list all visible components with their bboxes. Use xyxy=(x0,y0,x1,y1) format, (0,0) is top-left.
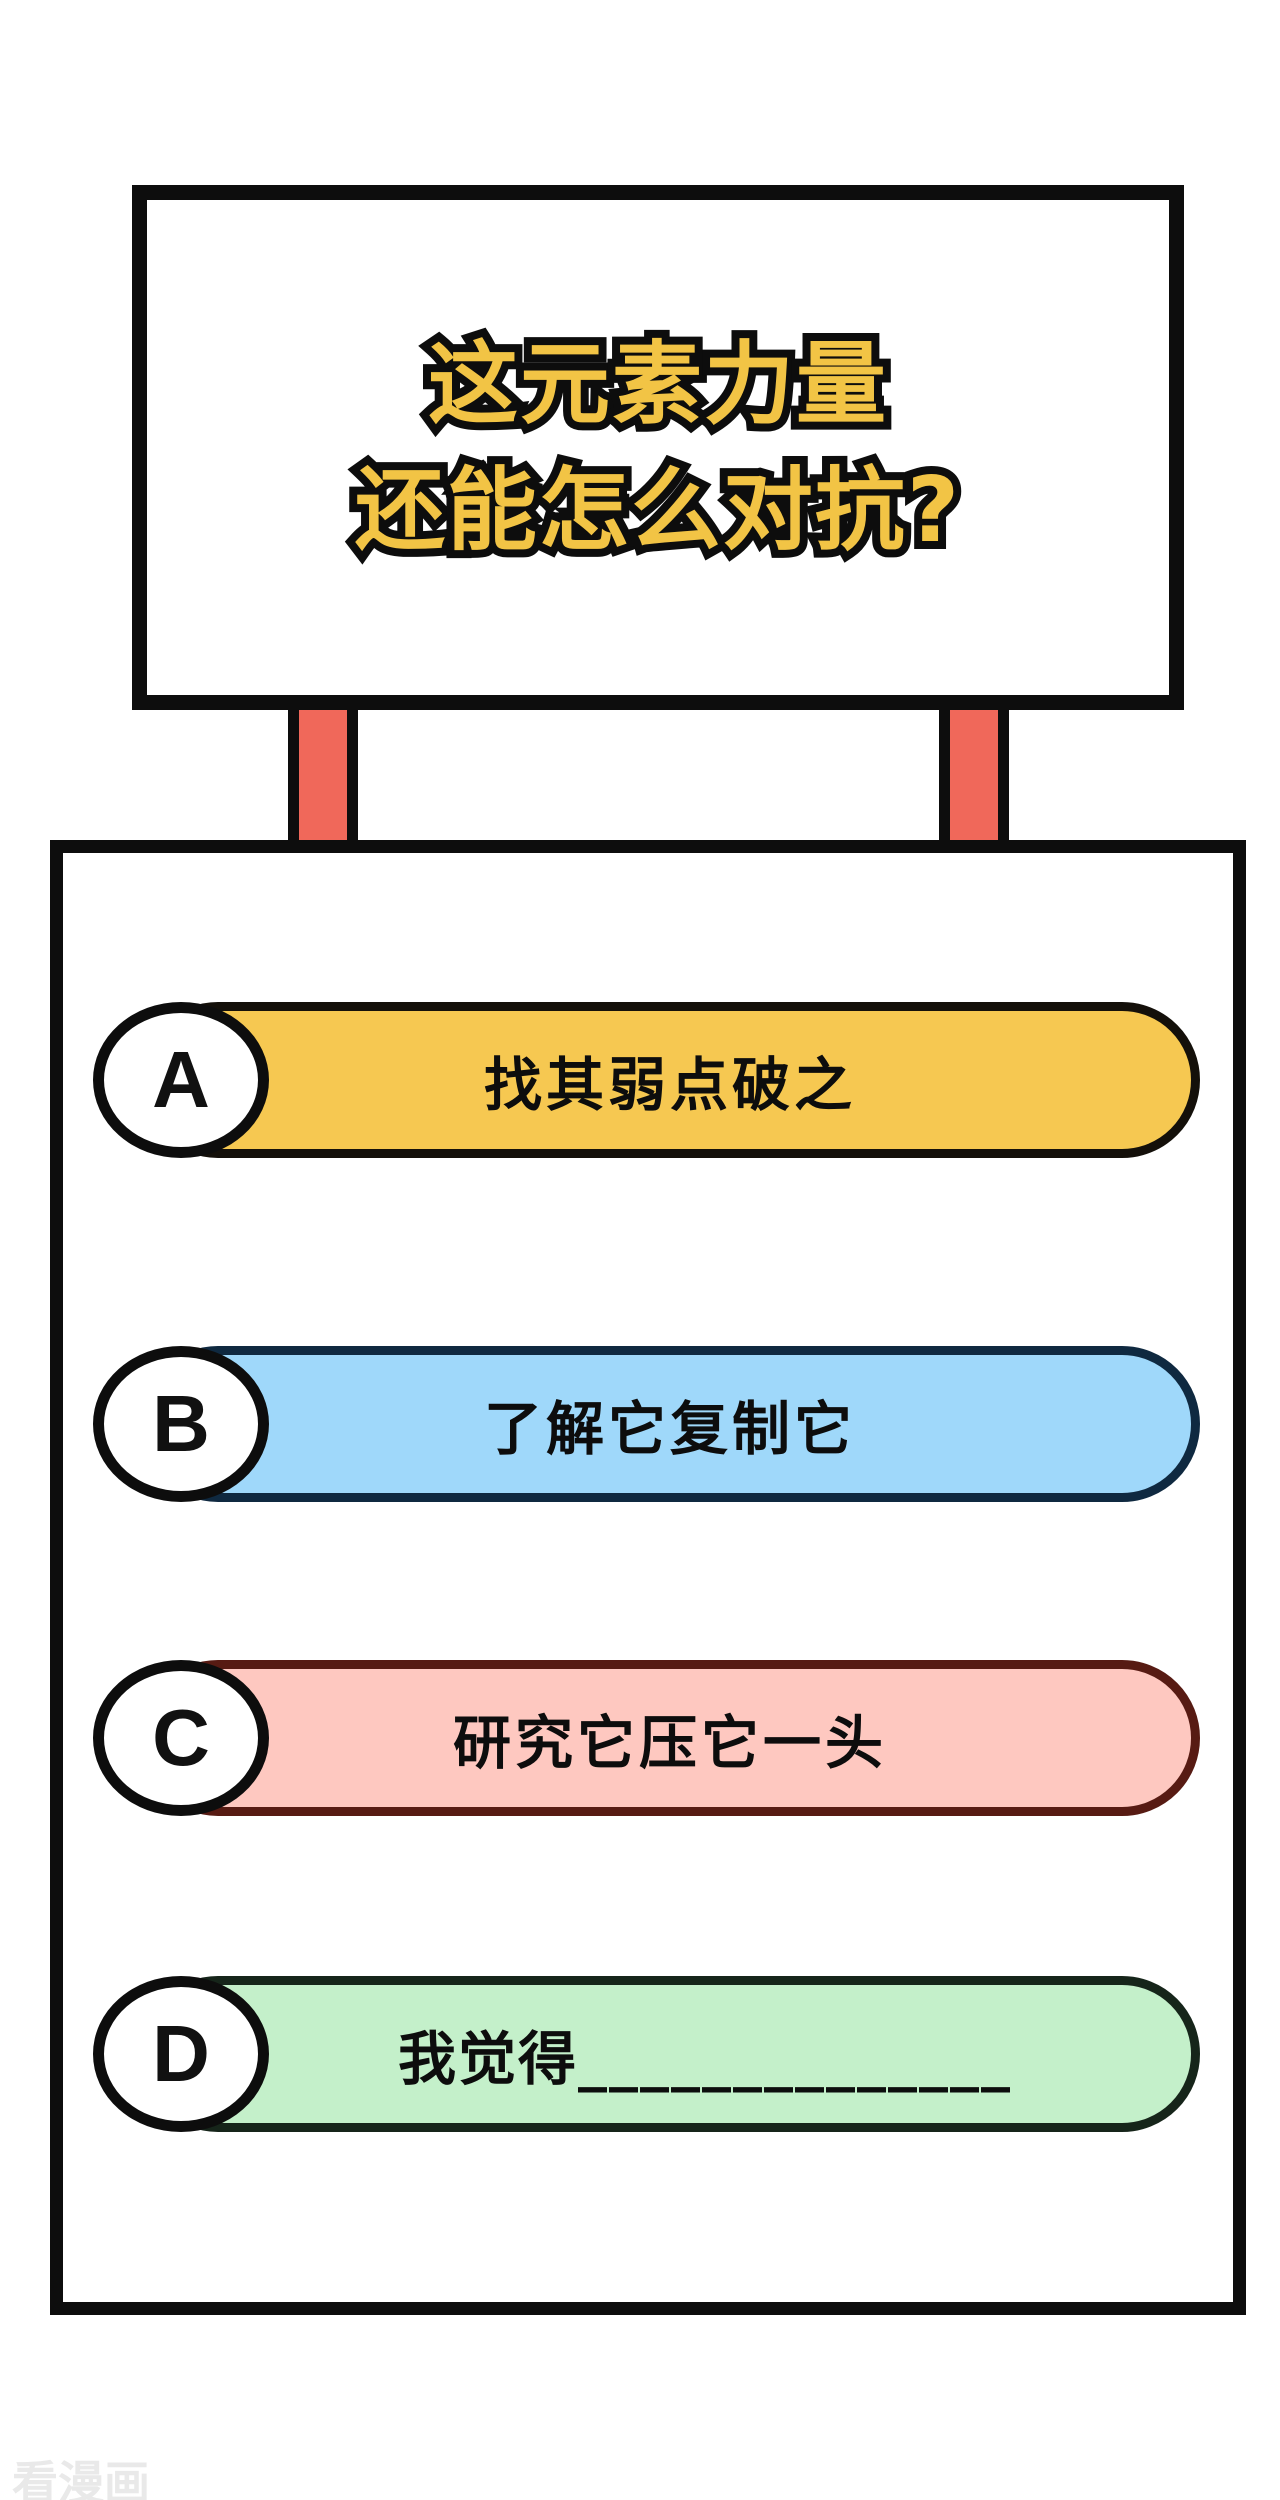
question-sign-board: 这元素力量 这元素力量 还能怎么对抗? 还能怎么对抗? xyxy=(132,185,1184,710)
option-d-letter-badge[interactable]: D xyxy=(93,1976,269,2132)
option-c-letter: C xyxy=(152,1693,210,1782)
question-title-line-1: 这元素力量 这元素力量 xyxy=(420,331,894,437)
question-title-line-2-outline: 还能怎么对抗? xyxy=(347,457,967,563)
option-a-pill[interactable]: 找其弱点破之 xyxy=(140,1002,1200,1158)
option-a-letter-badge[interactable]: A xyxy=(93,1002,269,1158)
option-d-letter: D xyxy=(152,2009,210,2098)
question-title-line-2: 还能怎么对抗? 还能怎么对抗? xyxy=(347,457,967,563)
option-b-letter-badge[interactable]: B xyxy=(93,1346,269,1502)
option-a-letter: A xyxy=(152,1035,210,1124)
option-c-pill[interactable]: 研究它压它一头 xyxy=(140,1660,1200,1816)
option-b-letter: B xyxy=(152,1379,210,1468)
option-d-label: 我觉得______________ xyxy=(397,2025,1012,2093)
watermark-kanmanhua: 看漫画 xyxy=(12,2456,150,2500)
sign-post-left xyxy=(288,706,358,850)
question-title-line-1-text: 这元素力量 xyxy=(428,331,888,437)
option-d-pill[interactable]: 我觉得______________ xyxy=(140,1976,1200,2132)
option-b-pill[interactable]: 了解它复制它 xyxy=(140,1346,1200,1502)
option-b-label: 了解它复制它 xyxy=(483,1395,856,1463)
sign-post-right xyxy=(939,706,1009,850)
option-c-letter-badge[interactable]: C xyxy=(93,1660,269,1816)
question-title-line-2-text: 还能怎么对抗? xyxy=(354,457,962,563)
question-title-line-1-outline: 这元素力量 xyxy=(420,331,894,437)
option-c-label: 研究它压它一头 xyxy=(452,1709,887,1777)
option-a-label: 找其弱点破之 xyxy=(483,1051,856,1119)
